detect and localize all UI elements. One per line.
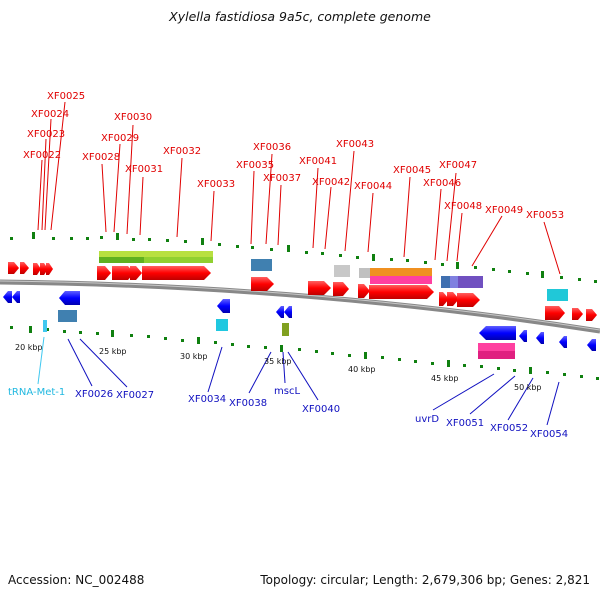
reverse-label-connectors	[37, 336, 560, 426]
genome-summary: Topology: circular; Length: 2,679,306 bp…	[260, 573, 590, 587]
kbp-label-30: 30 kbp	[180, 352, 208, 361]
gene-label[interactable]: XF0042	[312, 177, 350, 188]
gene-label[interactable]: XF0024	[31, 109, 69, 120]
genome-title: Xylella fastidiosa 9a5c, complete genome	[169, 9, 431, 24]
gene-label[interactable]: XF0053	[526, 210, 564, 221]
gene-label[interactable]: XF0035	[236, 160, 274, 171]
kbp-label-50: 50 kbp	[514, 383, 542, 392]
forward-tick-row	[10, 232, 597, 283]
gene-label[interactable]: XF0046	[423, 178, 461, 189]
kbp-label-40: 40 kbp	[348, 365, 376, 374]
gene-label[interactable]: mscL	[274, 386, 300, 397]
kbp-label-20: 20 kbp	[15, 343, 43, 352]
gene-label[interactable]: XF0048	[444, 201, 482, 212]
gene-label[interactable]: XF0044	[354, 181, 392, 192]
gene-label[interactable]: XF0051	[446, 418, 484, 429]
gene-label[interactable]: XF0049	[485, 205, 523, 216]
forward-gene-labels: XF0022 XF0023 XF0024 XF0025 XF0028 XF002…	[23, 91, 564, 221]
gene-label[interactable]: XF0026	[75, 389, 113, 400]
gene-label[interactable]: XF0037	[263, 173, 301, 184]
gene-label[interactable]: XF0047	[439, 160, 477, 171]
gene-label[interactable]: XF0041	[299, 156, 337, 167]
forward-feature-bars	[99, 251, 568, 301]
gene-label[interactable]: XF0036	[253, 142, 291, 153]
gene-label[interactable]: XF0028	[82, 152, 120, 163]
reverse-feature-bars	[43, 310, 515, 359]
genome-backbone	[0, 279, 600, 334]
kbp-label-35: 35 kbp	[264, 357, 292, 366]
kbp-scale-labels: 20 kbp 25 kbp 30 kbp 35 kbp 40 kbp 45 kb…	[15, 343, 542, 392]
gene-label[interactable]: XF0054	[530, 429, 568, 440]
gene-label[interactable]: XF0040	[302, 404, 340, 415]
gene-label[interactable]: XF0031	[125, 164, 163, 175]
gene-label[interactable]: XF0043	[336, 139, 374, 150]
gene-label[interactable]: XF0052	[490, 423, 528, 434]
gene-label[interactable]: uvrD	[415, 414, 439, 425]
reverse-tick-row	[10, 326, 599, 380]
kbp-label-25: 25 kbp	[99, 347, 127, 356]
gene-label[interactable]: XF0033	[197, 179, 235, 190]
forward-gene-track	[8, 262, 597, 321]
forward-label-connectors	[37, 101, 561, 275]
reverse-gene-labels: tRNA-Met-1 XF0026 XF0027 XF0034 XF0038 m…	[8, 386, 568, 440]
gene-label[interactable]: XF0023	[27, 129, 65, 140]
gene-label[interactable]: XF0029	[101, 133, 139, 144]
gene-label[interactable]: XF0045	[393, 165, 431, 176]
gene-label[interactable]: XF0030	[114, 112, 152, 123]
gene-label[interactable]: XF0032	[163, 146, 201, 157]
gene-label[interactable]: XF0027	[116, 390, 154, 401]
gene-label[interactable]: XF0022	[23, 150, 61, 161]
gene-label[interactable]: XF0034	[188, 394, 226, 405]
gene-label[interactable]: XF0025	[47, 91, 85, 102]
gene-label[interactable]: XF0038	[229, 398, 267, 409]
gene-label[interactable]: tRNA-Met-1	[8, 387, 65, 398]
accession-label: Accession: NC_002488	[8, 573, 145, 587]
reverse-gene-track	[3, 291, 596, 351]
kbp-label-45: 45 kbp	[431, 374, 459, 383]
